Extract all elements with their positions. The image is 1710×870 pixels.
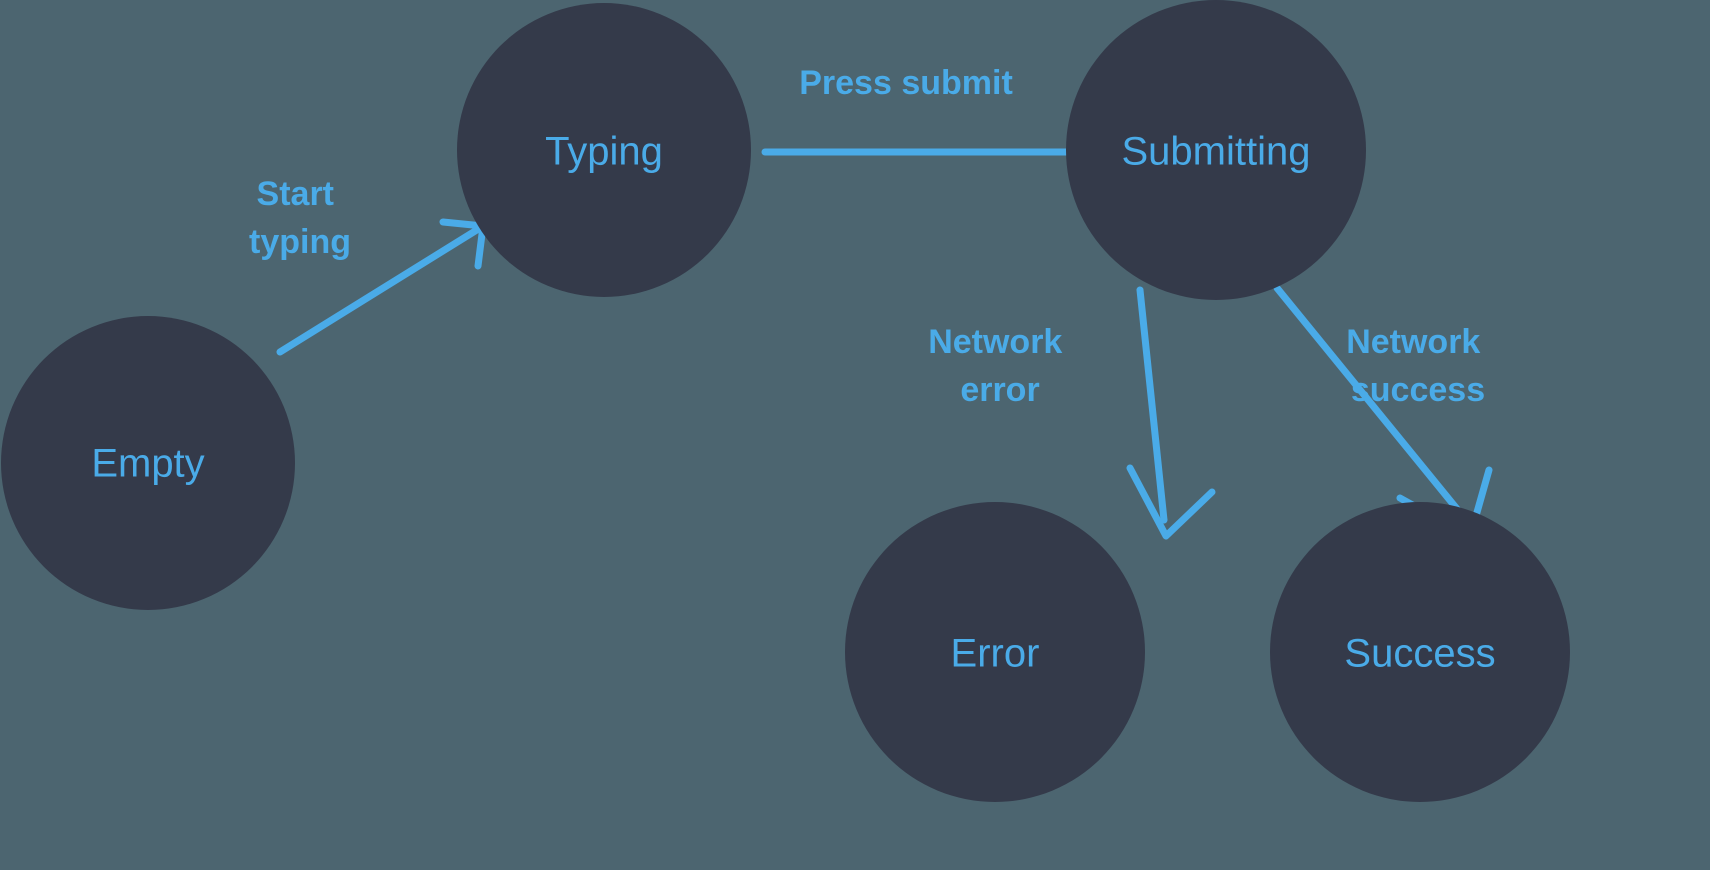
transition-label-line: Network: [1346, 323, 1480, 361]
transition-label-start-typing: Start typing: [249, 175, 351, 261]
transition-network-success[interactable]: Network success: [1273, 284, 1493, 541]
state-node-empty[interactable]: Empty: [1, 316, 295, 610]
transition-network-error[interactable]: Network error: [928, 286, 1216, 540]
states-layer: Empty Typing Submitting Error Success: [1, 0, 1570, 802]
state-circle-error: [845, 502, 1145, 802]
transition-line-network-success: [1273, 284, 1470, 524]
transition-line-network-error: [1136, 286, 1168, 524]
state-label-empty: Empty: [91, 442, 204, 486]
state-label-success: Success: [1344, 632, 1495, 676]
transition-label-network-success: Network success: [1346, 323, 1490, 409]
transition-label-line: success: [1351, 371, 1485, 409]
state-node-typing[interactable]: Typing: [457, 3, 751, 297]
transition-label-line: typing: [249, 223, 351, 261]
state-label-error: Error: [951, 632, 1040, 676]
transition-start-typing[interactable]: Start typing: [249, 175, 487, 356]
transition-label-line: Start: [257, 175, 334, 213]
transition-line-start-typing: [276, 224, 484, 356]
transition-label-line: Press submit: [799, 64, 1013, 102]
transitions-layer: Start typing Press submit Network error: [249, 64, 1493, 541]
state-label-typing: Typing: [545, 130, 663, 174]
state-circle-empty: [1, 316, 295, 610]
state-circle-success: [1270, 502, 1570, 802]
transition-label-press-submit: Press submit: [799, 64, 1013, 102]
arrowhead-icon-network-error: [1126, 464, 1216, 540]
transition-label-line: error: [960, 371, 1039, 409]
transition-label-line: Network: [928, 323, 1062, 361]
state-circle-submitting: [1066, 0, 1366, 300]
state-label-submitting: Submitting: [1122, 130, 1311, 174]
state-node-submitting[interactable]: Submitting: [1066, 0, 1366, 300]
transition-label-network-error: Network error: [928, 323, 1072, 409]
state-circle-typing: [457, 3, 751, 297]
state-node-error[interactable]: Error: [845, 502, 1145, 802]
state-node-success[interactable]: Success: [1270, 502, 1570, 802]
